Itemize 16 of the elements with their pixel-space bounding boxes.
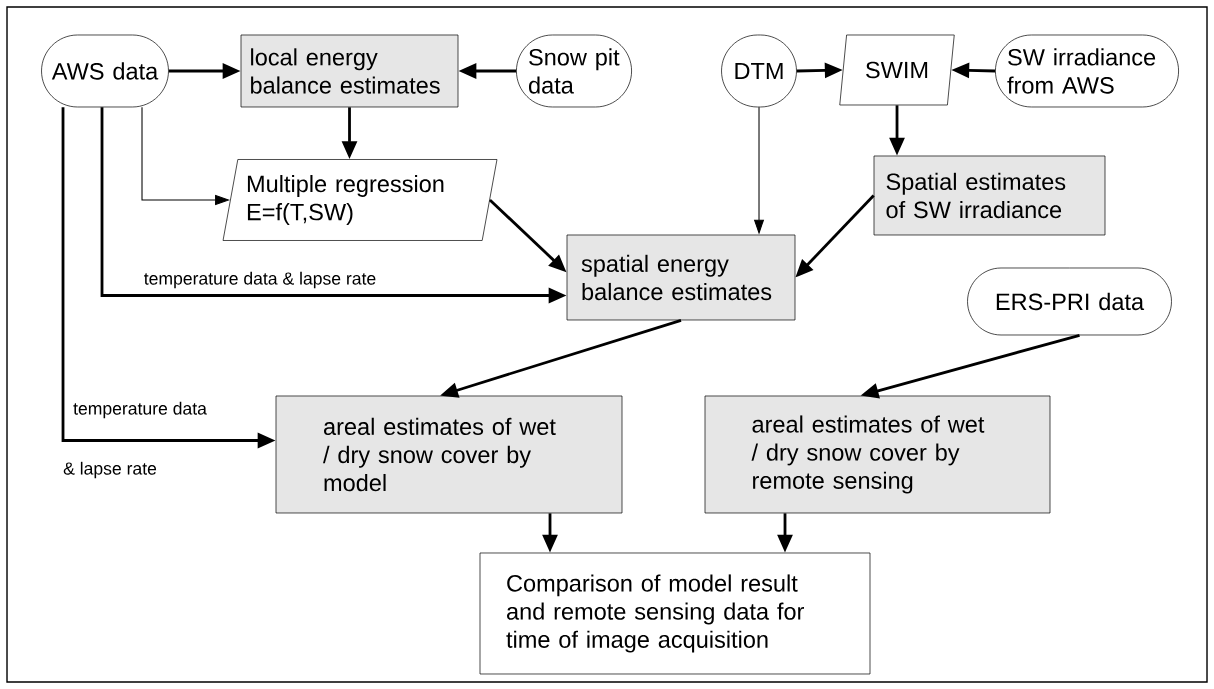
edge-label: temperature data & lapse rate bbox=[142, 270, 378, 290]
process-box: areal estimates of wet / dry snow cover by remote sensing bbox=[704, 395, 1051, 514]
process-box: Spatial estimates of SW irradiance bbox=[873, 155, 1106, 236]
input-terminal: Snow pit data bbox=[516, 34, 632, 108]
data-parallelogram: SWIM bbox=[839, 34, 955, 106]
input-terminal: SW irradiance from AWS bbox=[995, 34, 1179, 108]
input-terminal: AWS data bbox=[41, 34, 169, 108]
process-box: local energy balance estimates bbox=[240, 34, 459, 108]
note-text: & lapse rate bbox=[63, 461, 157, 479]
input-terminal: DTM bbox=[721, 34, 797, 108]
input-terminal: ERS-PRI data bbox=[967, 267, 1172, 336]
data-parallelogram: Multiple regression E=f(T,SW) bbox=[222, 159, 498, 241]
process-box: spatial energy balance estimates bbox=[566, 234, 796, 321]
process-box: areal estimates of wet / dry snow cover by model bbox=[275, 395, 623, 514]
result-box: Comparison of model result and remote sensing data for time of image acquisition bbox=[479, 552, 871, 675]
edge-label: temperature data bbox=[71, 400, 209, 420]
